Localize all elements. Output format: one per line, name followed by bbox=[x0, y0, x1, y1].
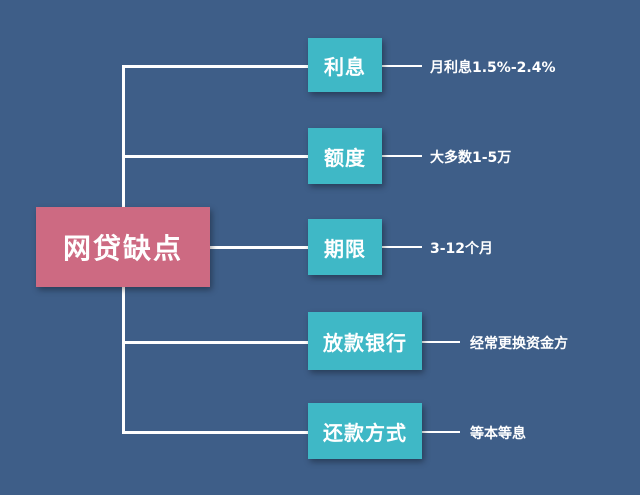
desc-connector-line bbox=[422, 431, 460, 433]
branch-node-repayment-method: 还款方式 bbox=[308, 403, 422, 459]
branch-connector-line bbox=[122, 65, 308, 68]
root-node: 网贷缺点 bbox=[36, 207, 210, 287]
branch-desc-term: 3-12个月 bbox=[430, 241, 494, 257]
branch-connector-line bbox=[122, 155, 308, 158]
branch-node-term: 期限 bbox=[308, 219, 382, 275]
branch-node-lending-bank: 放款银行 bbox=[308, 312, 422, 370]
desc-connector-line bbox=[382, 246, 422, 248]
branch-connector-line bbox=[122, 431, 308, 434]
branch-desc-interest: 月利息1.5%-2.4% bbox=[430, 60, 556, 76]
branch-node-amount: 额度 bbox=[308, 128, 382, 184]
root-connector-line bbox=[210, 246, 308, 249]
desc-connector-line bbox=[382, 155, 422, 157]
branch-connector-line bbox=[122, 341, 308, 344]
branch-desc-amount: 大多数1-5万 bbox=[430, 150, 512, 166]
branch-desc-lending-bank: 经常更换资金方 bbox=[470, 336, 568, 352]
branch-desc-repayment-method: 等本等息 bbox=[470, 426, 526, 442]
desc-connector-line bbox=[422, 341, 460, 343]
branch-node-interest: 利息 bbox=[308, 38, 382, 92]
desc-connector-line bbox=[382, 65, 422, 67]
